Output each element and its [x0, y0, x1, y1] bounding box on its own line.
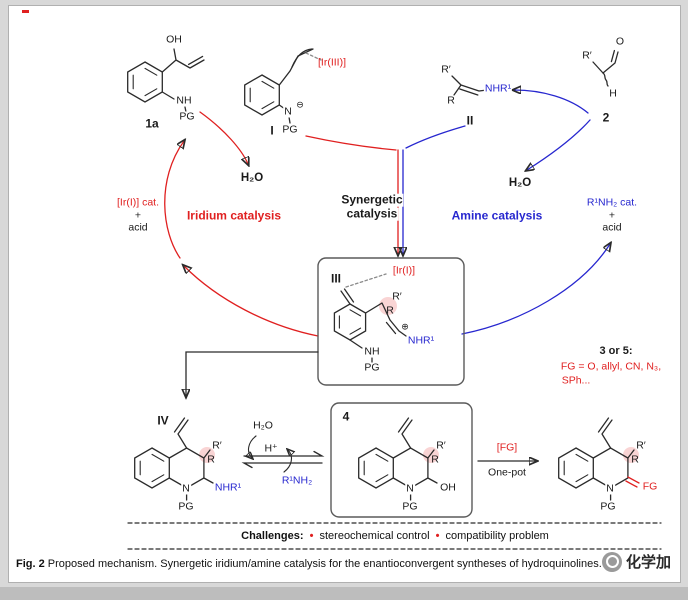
group-rprime-product: R′	[636, 439, 646, 452]
challenge-item-2: compatibility problem	[445, 530, 549, 542]
challenge-item-1: stereochemical control	[319, 530, 430, 542]
synergetic-title-line2: catalysis	[345, 206, 399, 221]
group-pg-1a: PG	[178, 110, 196, 123]
amine-label-equilibrium: R¹NH₂	[280, 474, 314, 487]
label-ir-iii: [Ir(III)]	[318, 56, 346, 69]
fg-note-title: 3 or 5:	[599, 345, 633, 358]
structure-I-skeleton	[244, 48, 322, 124]
group-pg-4: PG	[401, 500, 419, 513]
fg-note-line2: FG = O, allyl, CN, N₃,	[560, 360, 662, 373]
group-r-4: R	[431, 453, 439, 466]
water-label-right: H₂O	[507, 176, 533, 190]
group-rprime-2: R′	[581, 49, 593, 62]
label-1a: 1a	[144, 116, 160, 131]
group-pg-I: PG	[281, 123, 299, 136]
group-pg-IV: PG	[177, 500, 195, 513]
structure-1a-skeleton	[127, 48, 205, 113]
atom-n-I: N	[283, 105, 293, 118]
atom-nh-1a: NH	[175, 94, 193, 107]
group-rprime-III: R′	[392, 290, 402, 303]
figure-number: Fig. 2	[16, 558, 45, 570]
group-r-II: R	[446, 94, 456, 107]
intermediate-boxes	[317, 257, 473, 518]
water-label-equilibrium: H₂O	[252, 419, 274, 432]
atom-o-2: O	[614, 35, 626, 48]
group-nh-III: NH	[363, 345, 381, 358]
group-rprime-II: R′	[440, 63, 452, 76]
iridium-catalyst-label: [Ir(I)] cat.	[117, 196, 159, 209]
charge-plus-III: ⊕	[401, 321, 409, 332]
atom-oh-1a: OH	[165, 33, 183, 46]
synergetic-title-line1: Synergetic	[340, 192, 404, 207]
charge-minus-I: ⊖	[296, 99, 304, 110]
dashed-separator-lines	[127, 522, 662, 550]
structure-2-skeleton	[592, 49, 619, 87]
bullet-icon: •	[435, 530, 440, 542]
label-ir-i: [Ir(I)]	[391, 264, 417, 277]
group-r-product: R	[631, 453, 639, 466]
structure-III-skeleton	[333, 273, 407, 364]
label-II: II	[465, 113, 475, 128]
fg-reagent-label: [FG]	[496, 441, 518, 454]
figure-caption: Fig. 2 Proposed mechanism. Synergetic ir…	[16, 558, 616, 570]
group-r-III: R	[386, 304, 394, 317]
group-pg-product: PG	[599, 500, 617, 513]
label-I: I	[269, 123, 275, 138]
label-III: III	[329, 271, 343, 286]
atom-n-product: N	[605, 482, 615, 495]
caption-text: Proposed mechanism. Synergetic iridium/a…	[47, 558, 602, 570]
iridium-cycle-arrows	[164, 111, 398, 337]
watermark-logo-icon	[602, 551, 622, 572]
plus-sign-right: +	[608, 209, 616, 222]
group-r-IV: R	[207, 453, 215, 466]
structure-II-skeleton	[451, 75, 488, 96]
watermark-text: 化学加	[626, 554, 672, 571]
iridium-catalysis-title: Iridium catalysis	[186, 208, 282, 223]
label-2: 2	[601, 110, 611, 125]
one-pot-label: One-pot	[488, 466, 526, 479]
atom-n-IV: N	[181, 482, 191, 495]
fg-note-line3: SPh...	[561, 374, 591, 387]
group-oh-4: OH	[439, 481, 457, 494]
bottom-gray-strip	[0, 587, 688, 600]
group-nhr-IV: NHR¹	[213, 481, 243, 494]
atom-h-2: H	[608, 87, 618, 100]
group-nhr-II: NHR¹	[483, 82, 513, 95]
challenges-label: Challenges:	[241, 530, 304, 542]
amine-catalysis-title: Amine catalysis	[451, 208, 543, 223]
acid-label-right: acid	[602, 221, 622, 234]
label-IV: IV	[156, 413, 170, 428]
watermark: 化学加	[602, 551, 671, 572]
amine-catalyst-label: R¹NH₂ cat.	[586, 196, 638, 209]
proton-label: H⁺	[264, 442, 278, 455]
group-fg-product: FG	[641, 480, 659, 493]
group-rprime-IV: R′	[212, 439, 222, 452]
water-label-left: H₂O	[239, 171, 265, 185]
group-rprime-4: R′	[436, 439, 446, 452]
acid-label-left: acid	[128, 221, 148, 234]
atom-n-4: N	[405, 482, 415, 495]
bullet-icon: •	[309, 530, 314, 542]
stray-red-mark	[22, 10, 29, 13]
challenges-row: Challenges: • stereochemical control • c…	[120, 530, 670, 542]
plus-sign-left: +	[134, 209, 142, 222]
group-pg-III: PG	[363, 361, 381, 374]
black-arrows	[186, 351, 536, 473]
group-nhr-III: NHR¹	[406, 334, 436, 347]
label-4: 4	[341, 409, 351, 424]
structure-IV-skeleton	[134, 417, 214, 501]
